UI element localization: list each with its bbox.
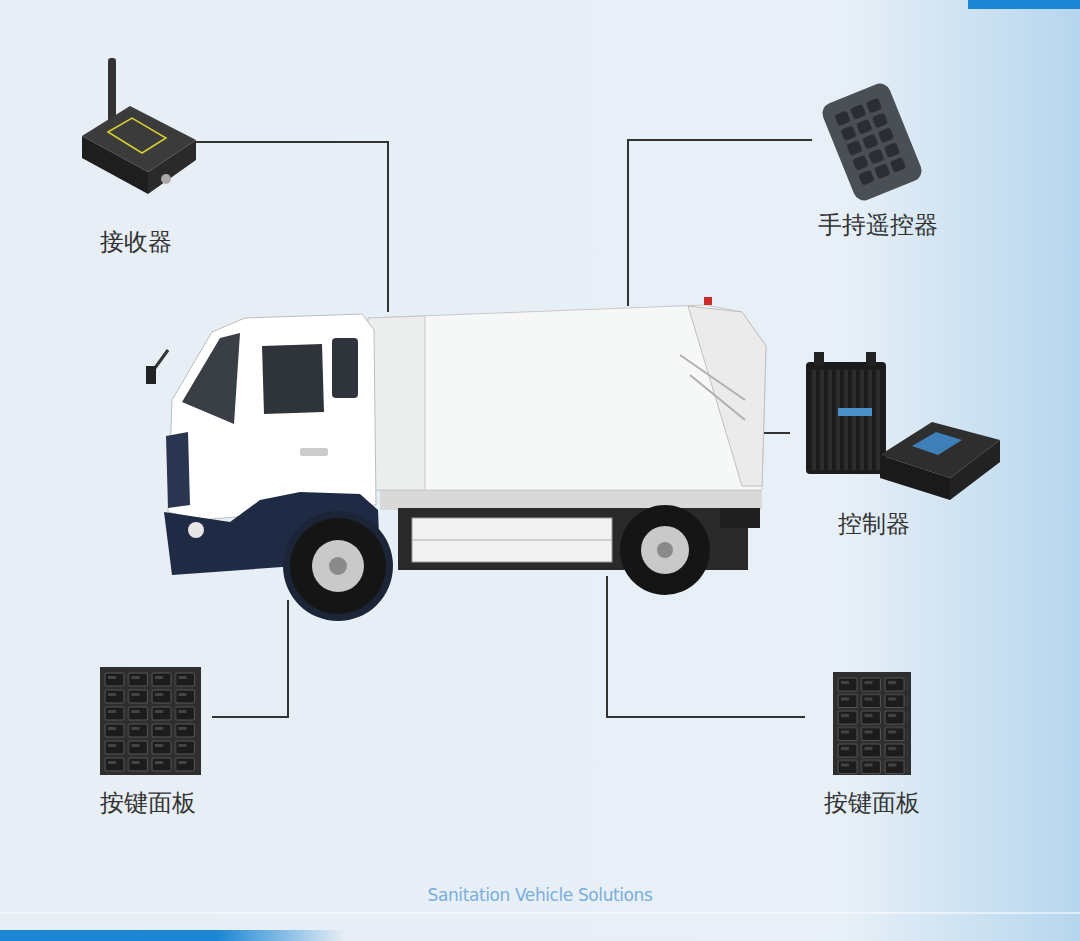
wheel-cap — [657, 542, 673, 558]
receiver-connector — [161, 174, 171, 184]
footer-rule — [0, 912, 1080, 914]
remote-buttons — [833, 96, 910, 189]
controller-label — [838, 408, 872, 416]
rear-window — [332, 338, 358, 398]
truck-cab — [168, 314, 376, 520]
wheel-hub — [312, 540, 364, 592]
part-label: 接收器 — [100, 227, 172, 257]
controller-fins — [812, 370, 880, 470]
controller-side — [950, 440, 1000, 500]
keypad-icon — [100, 667, 201, 775]
garbage-truck — [146, 297, 766, 621]
wheel — [290, 518, 386, 614]
controller-body — [806, 362, 886, 474]
controller-tab — [866, 352, 876, 366]
body-front — [368, 316, 425, 490]
part-label: 手持遥控器 — [818, 210, 938, 240]
side-guard — [412, 518, 612, 562]
door-handle — [300, 448, 328, 456]
leader-line — [196, 142, 388, 312]
leader-line — [628, 140, 812, 306]
rear-door — [688, 306, 766, 486]
part-label: 按键面板 — [100, 788, 196, 818]
controller-side — [880, 455, 950, 500]
remote-icon — [819, 80, 925, 203]
bottom-bar — [0, 930, 1080, 941]
mirror — [146, 366, 156, 384]
keypad-icon — [833, 672, 911, 776]
wheel — [620, 505, 710, 595]
receiver-top — [82, 106, 196, 172]
receiver-panel — [108, 118, 166, 153]
controller-icon — [806, 352, 1000, 500]
grille — [166, 432, 190, 508]
windshield — [182, 333, 240, 424]
caption: Sanitation Vehicle Solutions — [428, 884, 653, 906]
leader-line — [607, 576, 805, 717]
part-label: 按键面板 — [824, 788, 920, 818]
receiver-icon — [82, 58, 196, 194]
wheel-arch — [283, 511, 393, 621]
controller-label — [912, 432, 962, 455]
keypad-body — [833, 672, 911, 775]
side-guard-rail — [412, 540, 612, 541]
wheel-cap — [329, 557, 347, 575]
side-window — [262, 344, 324, 414]
truck-body — [368, 305, 766, 490]
keypad-keys — [104, 672, 198, 774]
door-arms — [680, 355, 745, 420]
leader-line — [212, 600, 288, 717]
controller-tab — [814, 352, 824, 366]
keypad-body — [100, 667, 201, 775]
remote-body — [819, 80, 925, 203]
top-bar — [968, 0, 1080, 9]
wheel-hub — [641, 526, 689, 574]
warning-light — [704, 297, 712, 305]
headlight — [188, 522, 204, 538]
rear-bumper — [720, 508, 760, 528]
keypad-keys — [837, 677, 908, 776]
part-label: 控制器 — [838, 509, 910, 539]
